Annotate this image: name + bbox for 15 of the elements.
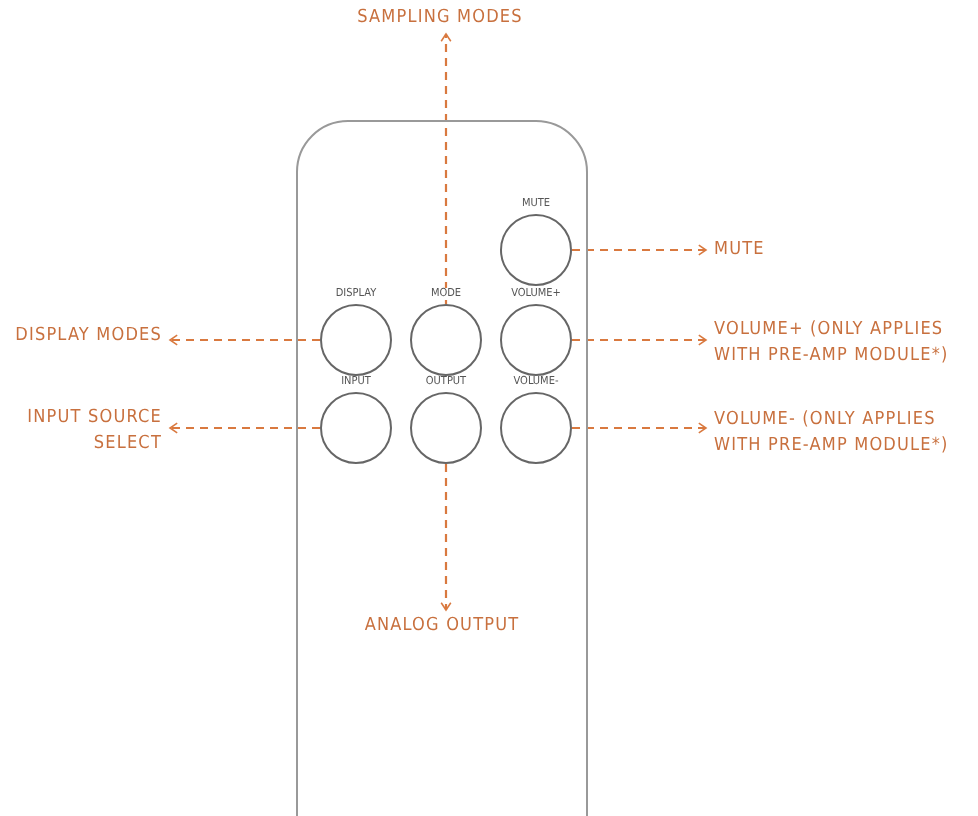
leader-arrow (169, 334, 320, 346)
leader-arrow (440, 33, 452, 304)
leader-arrow (169, 422, 320, 434)
callout-text: DISPLAY MODES (15, 326, 162, 346)
callout-text: VOLUME+ (ONLY APPLIES WITH PRE-AMP MODULE*) (714, 320, 949, 366)
callout-text: INPUT SOURCE SELECT (27, 408, 162, 454)
leader-arrow (572, 334, 707, 346)
callout-text: SAMPLING MODES (357, 8, 523, 28)
leader-arrow (572, 422, 707, 434)
callout-text: VOLUME- (ONLY APPLIES WITH PRE-AMP MODULE*) (714, 410, 949, 456)
leader-arrow (440, 464, 452, 611)
remote-control-body (296, 120, 588, 816)
callout-text: ANALOG OUTPUT (364, 616, 520, 636)
callout-text: MUTE (714, 240, 765, 260)
leader-arrow (572, 244, 707, 256)
